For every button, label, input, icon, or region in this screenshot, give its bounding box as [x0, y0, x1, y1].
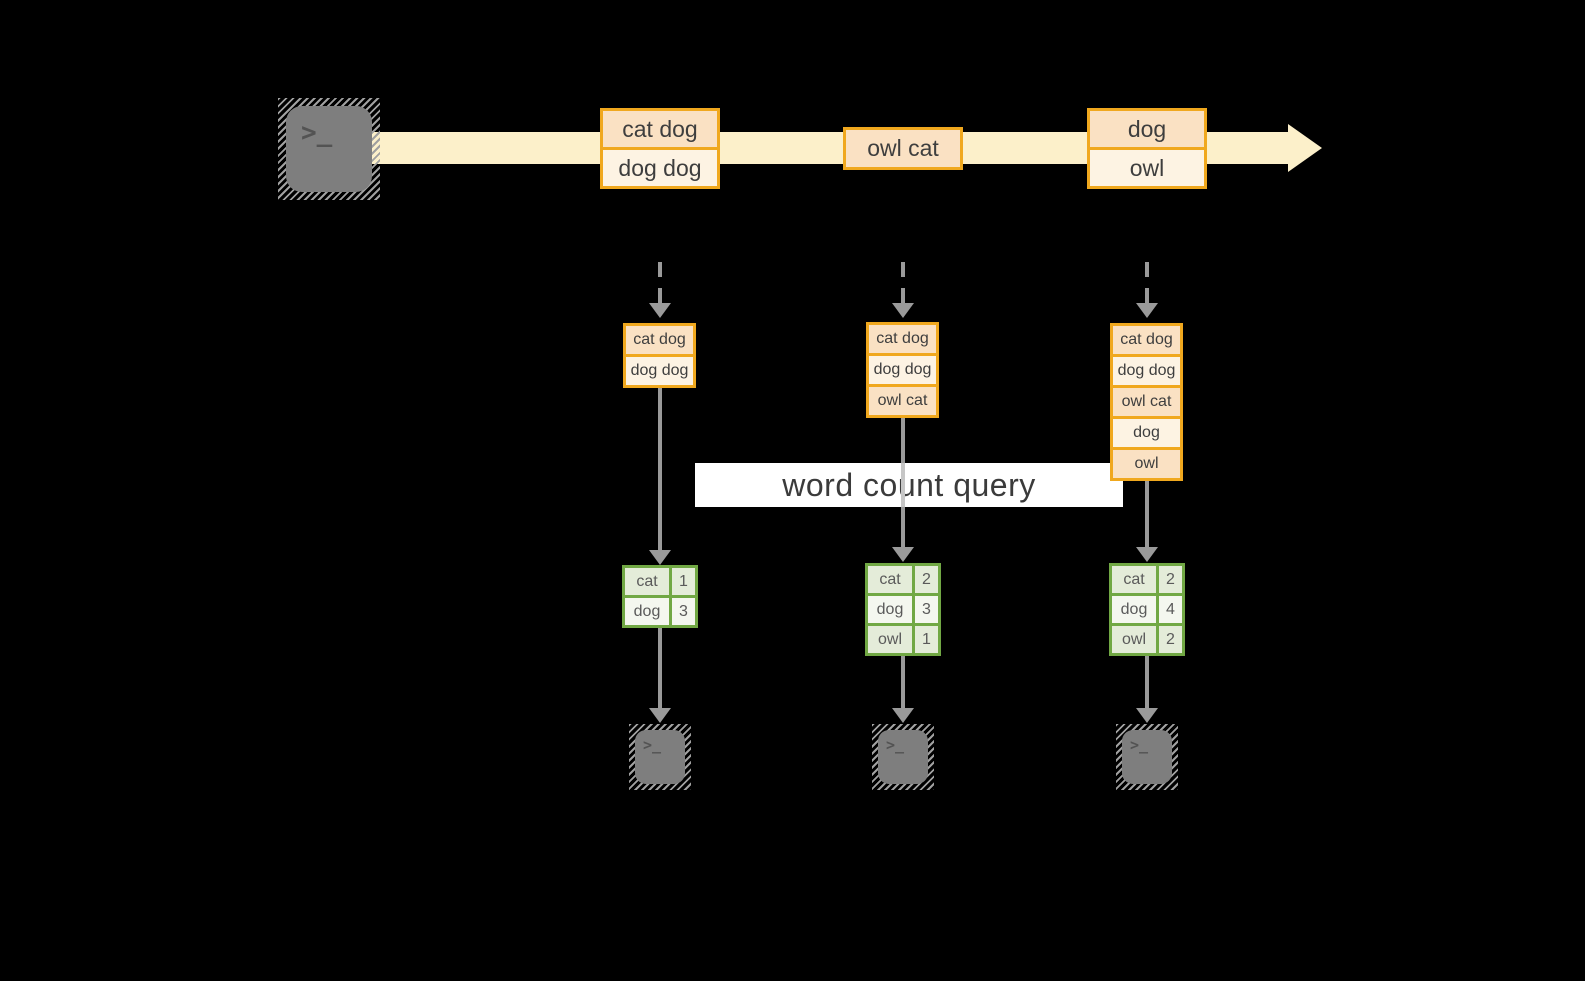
terminal-screen: >_ — [1122, 730, 1172, 784]
terminal-screen: >_ — [286, 106, 372, 192]
query-banner: word count query — [695, 463, 1123, 507]
count-table-1: cat 1 dog 3 — [622, 565, 698, 628]
stream-record: dog dog — [603, 150, 717, 186]
buffer-record: dog dog — [869, 356, 936, 384]
arrow-down-icon — [649, 550, 671, 565]
record-buffer-1: cat dog dog dog — [623, 323, 696, 388]
query-arrow-line-2 — [901, 418, 905, 547]
word-cell: cat — [1112, 566, 1156, 593]
output-arrow-line-2 — [901, 656, 905, 708]
word-cell: cat — [868, 566, 912, 593]
query-arrow-line-1 — [658, 388, 662, 550]
terminal-prompt-icon: >_ — [643, 736, 662, 754]
output-arrow-line-1 — [658, 628, 662, 708]
arrow-down-icon — [649, 708, 671, 723]
count-cell: 3 — [672, 598, 695, 625]
word-cell: owl — [868, 626, 912, 653]
query-label: word count query — [782, 466, 1036, 503]
count-cell: 2 — [1159, 626, 1182, 653]
record-buffer-3: cat dog dog dog owl cat dog owl — [1110, 323, 1183, 481]
query-arrow-line-3 — [1145, 481, 1149, 547]
arrow-down-icon — [1136, 303, 1158, 318]
terminal-prompt-icon: >_ — [1130, 736, 1149, 754]
source-terminal-icon: >_ — [278, 98, 380, 200]
terminal-screen: >_ — [635, 730, 685, 784]
buffer-record: cat dog — [869, 325, 936, 353]
count-cell: 1 — [915, 626, 938, 653]
count-cell: 3 — [915, 596, 938, 623]
stream-record: owl — [1090, 150, 1204, 186]
stream-record: cat dog — [603, 111, 717, 147]
buffer-record: dog dog — [1113, 357, 1180, 385]
buffer-record: dog dog — [626, 357, 693, 385]
output-terminal-icon-2: >_ — [872, 724, 934, 790]
count-cell: 2 — [915, 566, 938, 593]
buffer-record: owl cat — [1113, 388, 1180, 416]
arrow-down-icon — [1136, 708, 1158, 723]
output-terminal-icon-3: >_ — [1116, 724, 1178, 790]
record-buffer-2: cat dog dog dog owl cat — [866, 322, 939, 418]
count-cell: 4 — [1159, 596, 1182, 623]
terminal-screen: >_ — [878, 730, 928, 784]
arrow-down-icon — [892, 708, 914, 723]
arrow-down-icon — [1136, 547, 1158, 562]
word-cell: dog — [625, 598, 669, 625]
buffer-record: owl cat — [869, 387, 936, 415]
stream-batch-3: dog owl — [1087, 108, 1207, 189]
terminal-prompt-icon: >_ — [886, 736, 905, 754]
terminal-prompt-icon: >_ — [301, 118, 333, 148]
arrow-down-icon — [892, 303, 914, 318]
count-cell: 2 — [1159, 566, 1182, 593]
stream-batch-2: owl cat — [843, 127, 963, 170]
word-cell: cat — [625, 568, 669, 595]
stream-batch-1: cat dog dog dog — [600, 108, 720, 189]
buffer-record: cat dog — [1113, 326, 1180, 354]
count-cell: 1 — [672, 568, 695, 595]
output-arrow-line-3 — [1145, 656, 1149, 708]
ingest-arrow-line-2 — [901, 262, 905, 304]
stream-record: dog — [1090, 111, 1204, 147]
arrow-down-icon — [649, 303, 671, 318]
word-cell: owl — [1112, 626, 1156, 653]
count-table-2: cat 2 dog 3 owl 1 — [865, 563, 941, 656]
output-terminal-icon-1: >_ — [629, 724, 691, 790]
count-table-3: cat 2 dog 4 owl 2 — [1109, 563, 1185, 656]
word-cell: dog — [868, 596, 912, 623]
ingest-arrow-line-3 — [1145, 262, 1149, 304]
ingest-arrow-line-1 — [658, 262, 662, 304]
word-cell: dog — [1112, 596, 1156, 623]
buffer-record: owl — [1113, 450, 1180, 478]
buffer-record: dog — [1113, 419, 1180, 447]
buffer-record: cat dog — [626, 326, 693, 354]
arrow-down-icon — [892, 547, 914, 562]
stream-record: owl cat — [846, 130, 960, 167]
stream-arrow-head-icon — [1288, 124, 1322, 172]
